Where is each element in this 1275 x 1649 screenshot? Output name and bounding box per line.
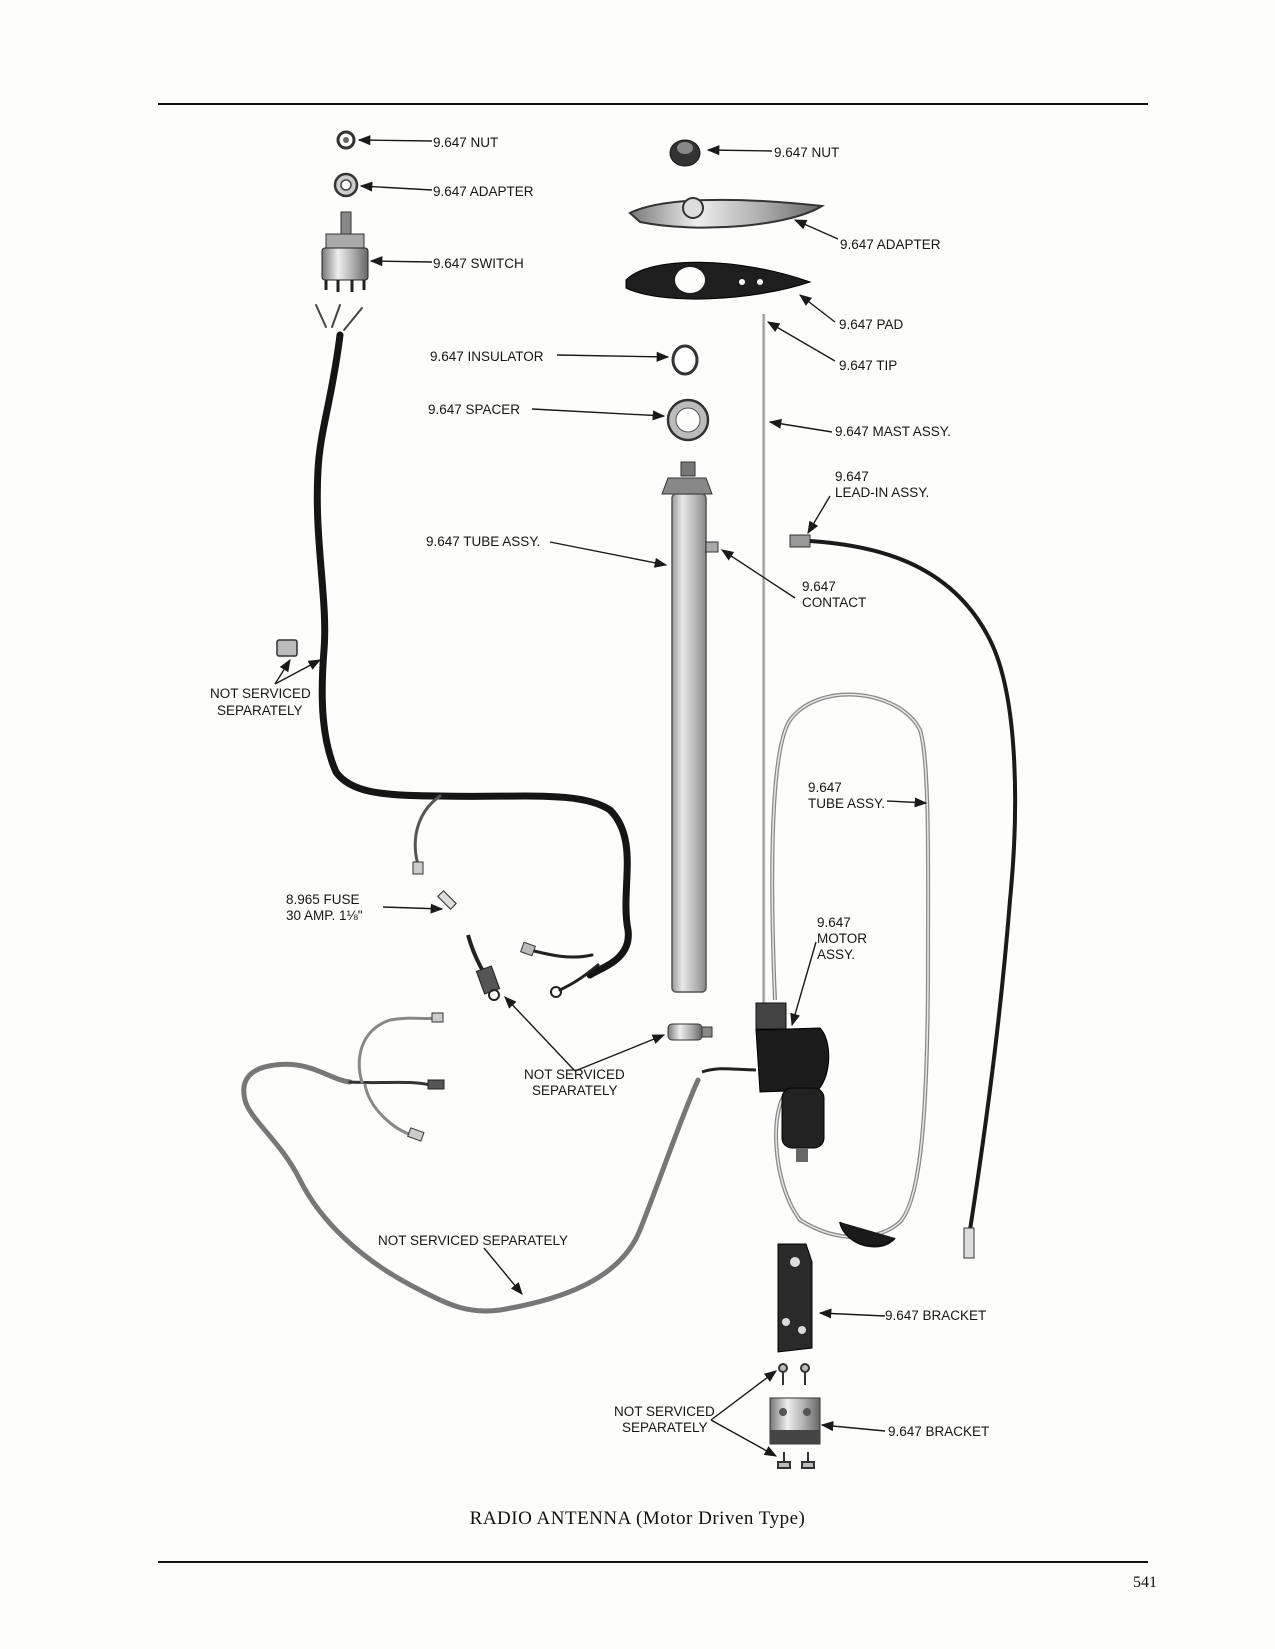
label-spacer: 9.647 SPACER (428, 402, 520, 417)
tube-assy-part (661, 461, 719, 993)
label-tube-assy2-2: TUBE ASSY. (808, 796, 885, 811)
label-not-serviced-wire: NOT SERVICED SEPARATELY (378, 1233, 568, 1248)
fuse-part (437, 890, 457, 910)
leader-lines (274, 135, 928, 1457)
screws-bottom-part (777, 1452, 815, 1469)
callout-labels: 9.647 NUT 9.647 ADAPTER 9.647 SWITCH 9.6… (210, 135, 989, 1439)
spacer-part (666, 398, 710, 442)
label-not-serviced-mid-1: NOT SERVICED (524, 1067, 625, 1082)
nut-left-part (336, 130, 356, 150)
lead-in-assy-part (789, 534, 1018, 1259)
label-nut-right: 9.647 NUT (774, 145, 839, 160)
label-bracket-upper: 9.647 BRACKET (885, 1308, 986, 1323)
nut-right-part (669, 139, 701, 167)
label-motor-2: MOTOR (817, 931, 867, 946)
label-insulator: 9.647 INSULATOR (430, 349, 544, 364)
page-number: 541 (1133, 1574, 1157, 1591)
label-contact-1: 9.647 (802, 579, 836, 594)
label-adapter-left: 9.647 ADAPTER (433, 184, 534, 199)
top-rule (158, 103, 1148, 105)
insulator-part (671, 344, 699, 376)
power-lead-wire (241, 1012, 701, 1314)
label-contact-2: CONTACT (802, 595, 866, 610)
label-not-serviced-bottom-2: SEPARATELY (622, 1420, 708, 1435)
label-switch: 9.647 SWITCH (433, 256, 524, 271)
label-mast-assy: 9.647 MAST ASSY. (835, 424, 951, 439)
label-tip: 9.647 TIP (839, 358, 897, 373)
motor-assy-part (701, 1002, 830, 1162)
label-not-serviced-left-1: NOT SERVICED (210, 686, 311, 701)
label-pad: 9.647 PAD (839, 317, 904, 332)
bracket-upper-part (777, 1243, 813, 1353)
label-not-serviced-left-2: SEPARATELY (217, 703, 303, 718)
fuse-holder-part (466, 934, 501, 1001)
screws-top-part (778, 1363, 810, 1385)
adapter-left-part (333, 172, 359, 198)
label-lead-in-2: LEAD-IN ASSY. (835, 485, 929, 500)
label-lead-in-1: 9.647 (835, 469, 869, 484)
label-not-serviced-mid-2: SEPARATELY (532, 1083, 618, 1098)
label-bracket-lower: 9.647 BRACKET (888, 1424, 989, 1439)
switch-harness-wire (313, 304, 632, 998)
label-not-serviced-bottom-1: NOT SERVICED (614, 1404, 715, 1419)
switch-part (321, 211, 369, 292)
bottom-rule (158, 1561, 1148, 1563)
label-tube-assy: 9.647 TUBE ASSY. (426, 534, 540, 549)
pad-part (625, 261, 812, 300)
mast-assy-part (762, 314, 766, 1010)
label-motor-1: 9.647 (817, 915, 851, 930)
label-fuse-1: 8.965 FUSE (286, 892, 360, 907)
label-motor-3: ASSY. (817, 947, 855, 962)
adapter-right-part (628, 197, 825, 229)
small-clip-part (276, 639, 298, 657)
flex-tube-part (770, 692, 931, 1248)
figure-caption: RADIO ANTENNA (Motor Driven Type) (469, 1508, 806, 1529)
bracket-lower-part (769, 1397, 821, 1445)
label-tube-assy2-1: 9.647 (808, 780, 842, 795)
label-adapter-right: 9.647 ADAPTER (840, 237, 941, 252)
label-nut-left: 9.647 NUT (433, 135, 498, 150)
small-connector-part (667, 1023, 713, 1041)
label-fuse-2: 30 AMP. 1⅛" (286, 908, 363, 923)
